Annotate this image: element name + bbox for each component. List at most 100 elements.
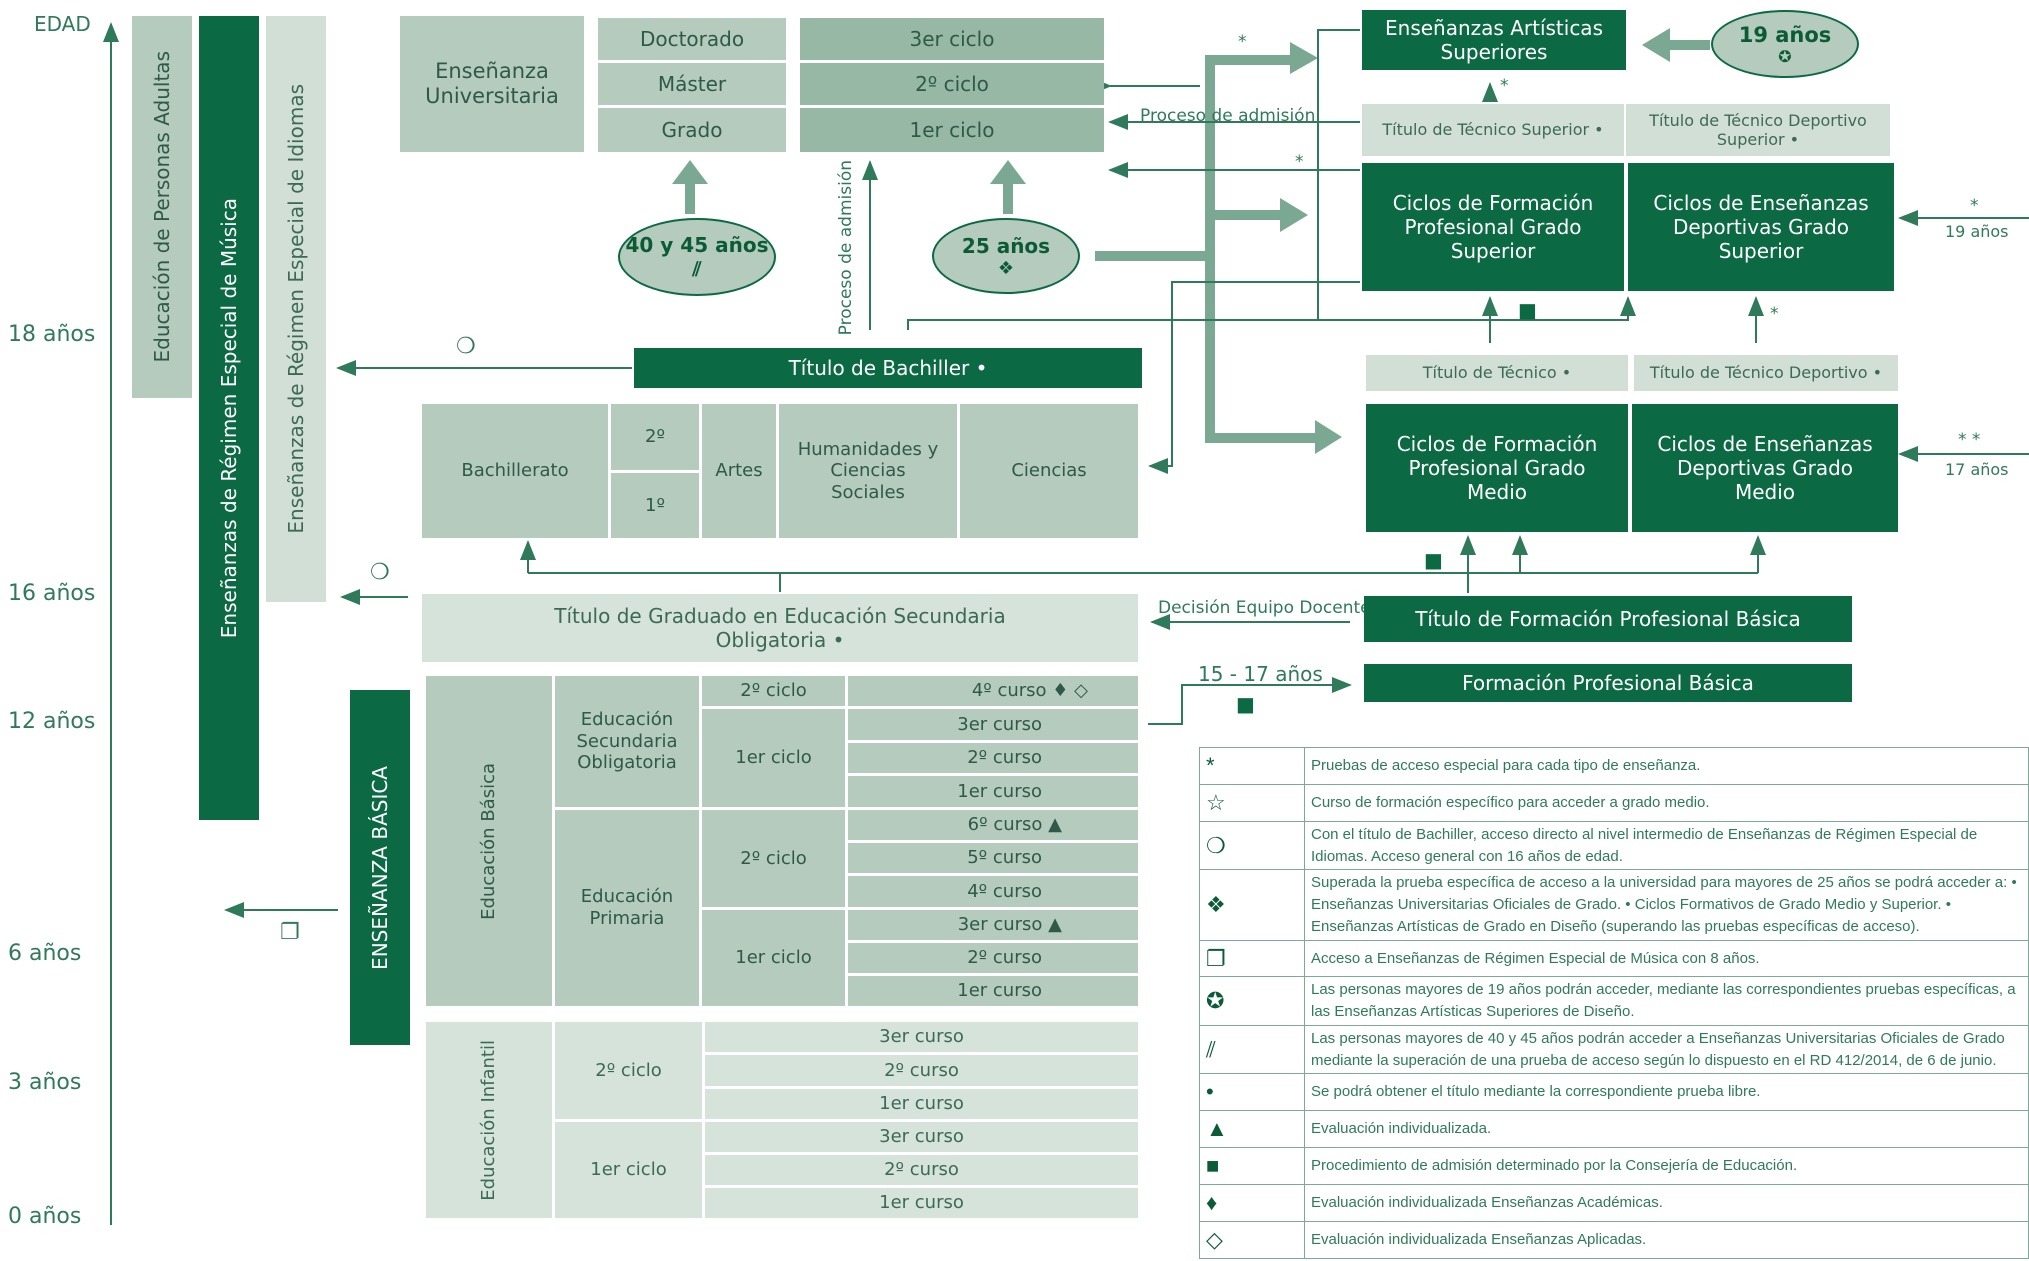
legend-text: Acceso a Enseñanzas de Régimen Especial …: [1304, 939, 2029, 978]
legend-symbol: ❖: [1199, 869, 1305, 941]
proceso-admision-label: Proceso de admisión: [1140, 106, 1316, 126]
legend-row: ✪Las personas mayores de 19 años podrán …: [1199, 976, 2029, 1026]
ring-icon: ✪: [1778, 46, 1792, 66]
infantil-curso: 2º curso: [705, 1155, 1138, 1185]
ciclos-deportivas-medio: Ciclos de Enseñanzas Deportivas Grado Me…: [1632, 404, 1898, 532]
star-mark: *: [1970, 196, 1979, 216]
doctorado: Doctorado: [598, 18, 786, 60]
legend-text: Con el título de Bachiller, acceso direc…: [1304, 820, 2029, 871]
age-16: 16 años: [8, 581, 96, 606]
star-mark: *: [1770, 304, 1779, 324]
prim-curso-5: 5º curso: [848, 843, 1138, 873]
segundo-ciclo: 2º ciclo: [800, 63, 1104, 105]
fpb-age-label: 15 - 17 años: [1198, 662, 1323, 686]
ciclos-fp-medio: Ciclos de Formación Profesional Grado Me…: [1366, 404, 1628, 532]
prim-curso-1: 1er curso: [848, 976, 1138, 1006]
legend-text: Pruebas de acceso especial para cada tip…: [1304, 747, 2029, 785]
stars-mark: * *: [1958, 430, 1981, 450]
age-17-label: 17 años: [1945, 460, 2009, 479]
legend-row: ■Procedimiento de admisión determinado p…: [1199, 1147, 2029, 1186]
age-3: 3 años: [8, 1070, 82, 1095]
square-mark: ■: [1424, 548, 1443, 572]
prim-curso-4: 4º curso: [848, 876, 1138, 907]
eso-ciclo-1: 1er ciclo: [702, 709, 845, 807]
bach-2: 2º: [611, 404, 699, 470]
star-mark: *: [1500, 76, 1509, 96]
legend-row: ⫽Las personas mayores de 40 y 45 años po…: [1199, 1024, 2029, 1075]
titulo-tecnico-deportivo: Título de Técnico Deportivo •: [1634, 355, 1898, 391]
legend-symbol: *: [1199, 747, 1305, 785]
legend-row: ◇Evaluación individualizada Enseñanzas A…: [1199, 1220, 2029, 1259]
bachillerato: Bachillerato: [422, 404, 608, 538]
prim-curso-2: 2º curso: [848, 943, 1138, 973]
eso-ciclo-2: 2º ciclo: [702, 676, 845, 706]
age-19-label: 19 años: [1945, 222, 2009, 241]
prim-ciclo-2: 2º ciclo: [702, 810, 845, 907]
legend-symbol: ▲: [1199, 1110, 1305, 1149]
legend-text: Las personas mayores de 19 años podrán a…: [1304, 976, 2029, 1026]
legend-text: Procedimiento de admisión determinado po…: [1304, 1147, 2029, 1186]
legend-text: Se podrá obtener el título mediante la c…: [1304, 1073, 2029, 1112]
legend-row: *Pruebas de acceso especial para cada ti…: [1199, 747, 2029, 785]
age-12: 12 años: [8, 709, 96, 734]
legend-row: ❐Acceso a Enseñanzas de Régimen Especial…: [1199, 939, 2029, 978]
legend-row: •Se podrá obtener el título mediante la …: [1199, 1073, 2029, 1112]
legend-symbol: ⫽: [1199, 1024, 1305, 1075]
eso-curso-3: 3er curso: [848, 709, 1138, 740]
decision-label: Decisión Equipo Docente: [1158, 598, 1371, 618]
infantil-ciclo-2: 2º ciclo: [555, 1022, 702, 1119]
moon-mark: ❍: [456, 334, 476, 359]
legend-symbol: ❍: [1199, 820, 1305, 871]
ensenanza-basica-bar: ENSEÑANZA BÁSICA: [350, 690, 410, 1045]
legend-row: ♦Evaluación individualizada Enseñanzas A…: [1199, 1184, 2029, 1222]
titulo-tecnico-superior: Título de Técnico Superior •: [1362, 104, 1624, 156]
legend-row: ☆Curso de formación específico para acce…: [1199, 783, 2029, 822]
bach-humanidades: Humanidades y Ciencias Sociales: [779, 404, 957, 538]
educacion-infantil: Educación Infantil: [426, 1022, 552, 1218]
titulo-graduado-eso: Título de Graduado en Educación Secundar…: [422, 594, 1138, 662]
legend-row: ❍Con el título de Bachiller, acceso dire…: [1199, 820, 2029, 871]
legend-symbol: ◇: [1199, 1220, 1305, 1259]
eso-curso-2: 2º curso: [848, 743, 1138, 773]
ensenanza-universitaria: Enseñanza Universitaria: [400, 16, 584, 152]
primer-ciclo: 1er ciclo: [800, 108, 1104, 152]
titulo-tecnico: Título de Técnico •: [1366, 355, 1628, 391]
eso-label: Educación Secundaria Obligatoria: [555, 676, 699, 807]
titulo-fp-basica: Título de Formación Profesional Básica: [1364, 596, 1852, 642]
legend-symbol: ♦: [1199, 1184, 1305, 1222]
oval-25: 25 años ❖: [932, 218, 1080, 294]
grado: Grado: [598, 108, 786, 152]
infantil-curso: 3er curso: [705, 1022, 1138, 1052]
eso-curso-4: 4º curso ♦ ◇: [848, 676, 1138, 706]
legend-table: *Pruebas de acceso especial para cada ti…: [1199, 747, 2029, 1259]
legend-symbol: ❐: [1199, 939, 1305, 978]
infantil-ciclo-1: 1er ciclo: [555, 1122, 702, 1218]
infantil-curso: 1er curso: [705, 1089, 1138, 1119]
square-mark: ■: [1518, 298, 1537, 322]
idiomas-bar: Enseñanzas de Régimen Especial de Idioma…: [266, 16, 326, 602]
age-18: 18 años: [8, 322, 96, 347]
formacion-profesional-basica: Formación Profesional Básica: [1364, 664, 1852, 702]
master: Máster: [598, 63, 786, 105]
legend-text: Evaluación individualizada.: [1304, 1110, 2029, 1149]
prim-ciclo-1: 1er ciclo: [702, 910, 845, 1006]
bach-ciencias: Ciencias: [960, 404, 1138, 538]
legend-text: Curso de formación específico para acced…: [1304, 783, 2029, 822]
legend-text: Superada la prueba específica de acceso …: [1304, 869, 2029, 941]
personas-adultas-bar: Educación de Personas Adultas: [132, 16, 192, 398]
age-6: 6 años: [8, 941, 82, 966]
legend-symbol: •: [1199, 1073, 1305, 1112]
legend-text: Evaluación individualizada Enseñanzas Ap…: [1304, 1220, 2029, 1259]
oval-40-45: 40 y 45 años ⫽: [618, 218, 776, 296]
moon-mark: ❍: [370, 560, 390, 585]
hatch-icon: ⫽: [692, 257, 702, 281]
legend-symbol: ✪: [1199, 976, 1305, 1026]
legend-text: Las personas mayores de 40 y 45 años pod…: [1304, 1024, 2029, 1075]
legend-symbol: ■: [1199, 1147, 1305, 1186]
star-mark: *: [1238, 32, 1247, 52]
frame-mark: ❐: [280, 920, 300, 945]
infantil-curso: 3er curso: [705, 1122, 1138, 1152]
age-0: 0 años: [8, 1204, 82, 1229]
infantil-curso: 1er curso: [705, 1188, 1138, 1218]
